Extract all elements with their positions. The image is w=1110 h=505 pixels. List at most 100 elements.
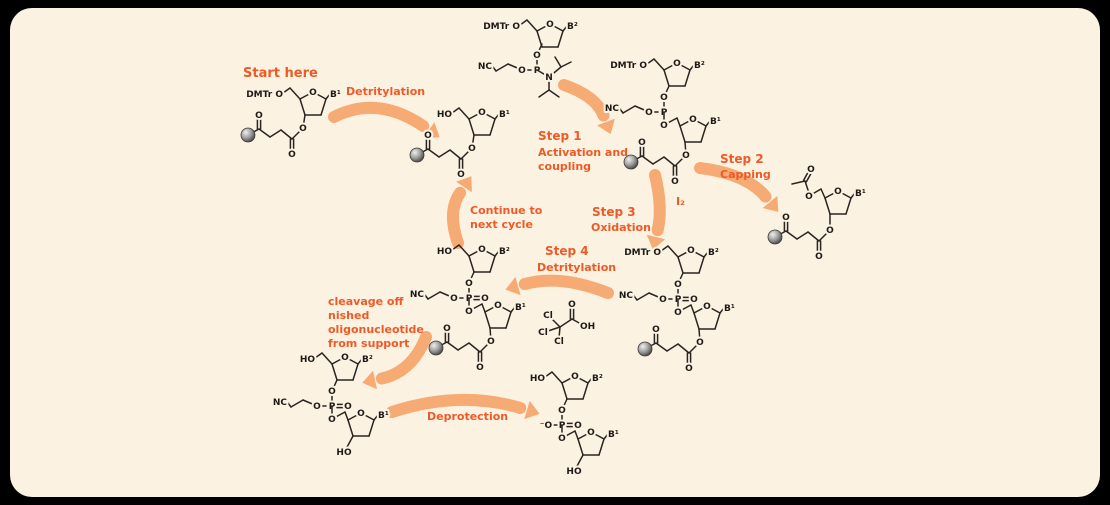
atom-label: O <box>476 363 484 373</box>
atom-label: O <box>344 402 352 412</box>
atom-label: O <box>533 51 541 61</box>
atom-label: O <box>558 406 566 416</box>
atom-label: O <box>682 151 690 161</box>
atom-label: O <box>660 93 668 103</box>
atom-label: B² <box>567 22 578 32</box>
atom-label: B¹ <box>855 189 866 199</box>
atom-label: Cl <box>538 328 548 338</box>
atom-label: Cl <box>543 311 553 321</box>
atom-label: O <box>341 353 349 363</box>
atom-label: O <box>518 66 526 76</box>
atom-label: B¹ <box>515 303 526 313</box>
atom-label: O <box>478 245 486 255</box>
atom-label: Cl <box>554 337 564 347</box>
atom-label: B¹ <box>378 411 389 421</box>
atom-label: O <box>660 121 668 131</box>
atom-label: O <box>659 295 667 305</box>
atom-label: O <box>703 302 711 312</box>
atom-label: ⁻O <box>540 421 553 431</box>
atom-label: HO <box>437 247 453 257</box>
atom-label: O <box>587 428 595 438</box>
atom-label: O <box>465 279 473 289</box>
atom-label: B² <box>592 374 603 384</box>
atom-label: O <box>494 301 502 311</box>
flow-arrow-deprotection <box>386 393 540 420</box>
atom-label: O <box>645 108 653 118</box>
atom-label: DMTr O <box>246 90 283 100</box>
atom-label: O <box>255 111 263 121</box>
atom-label: NC <box>619 291 634 301</box>
atom-label: O <box>834 187 842 197</box>
atom-label: O <box>826 226 834 236</box>
atom-label: NC <box>478 62 493 72</box>
atom-label: O <box>443 324 451 334</box>
atom-label: HO <box>336 448 352 458</box>
solid-support-bead <box>623 154 639 170</box>
atom-label: O <box>674 308 682 318</box>
atom-label: OH <box>580 322 595 332</box>
atom-label: O <box>309 88 317 98</box>
flow-arrow-oxidation <box>646 169 666 250</box>
atom-label: O <box>696 338 704 348</box>
capped-nucleoside: O B¹ O O O O O <box>767 163 868 264</box>
atom-label: O <box>671 177 679 187</box>
support-bound-nucleoside-dmtr: O B¹ DMTr O O O O <box>240 86 343 162</box>
atom-label: B¹ <box>330 90 341 100</box>
atom-label: HO <box>566 467 582 477</box>
atom-label: O <box>687 246 695 256</box>
atom-label: NC <box>273 398 288 408</box>
atom-label: O <box>450 294 458 304</box>
atom-label: O <box>478 108 486 118</box>
atom-label: O <box>807 165 815 175</box>
atom-label: O <box>328 415 336 425</box>
flow-arrow-detritylation-2 <box>505 274 614 299</box>
atom-label: O <box>546 20 554 30</box>
atom-label: O <box>481 294 489 304</box>
atom-label: HO <box>530 374 546 384</box>
atom-label: O <box>574 421 582 431</box>
atom-label: HO <box>437 110 453 120</box>
atom-label: O <box>313 402 321 412</box>
atom-label: O <box>805 192 813 202</box>
atom-label: O <box>288 150 296 160</box>
atom-label: O <box>468 144 476 154</box>
atom-label: O <box>568 300 576 310</box>
solid-support-bead <box>428 340 444 356</box>
flow-arrow-continue-cycle <box>447 176 472 249</box>
atom-label: B² <box>694 61 705 71</box>
flow-arrow-coupling <box>558 79 615 135</box>
atom-label: O <box>299 124 307 134</box>
atom-label: O <box>328 387 336 397</box>
atom-label: NC <box>605 104 620 114</box>
panel-background <box>10 8 1100 497</box>
atom-label: O <box>690 295 698 305</box>
flow-arrow-detritylation <box>328 101 440 138</box>
atom-label: B² <box>499 247 510 257</box>
atom-label: O <box>571 372 579 382</box>
flow-arrow-cleavage <box>362 331 432 390</box>
atom-label: O <box>357 409 365 419</box>
atom-label: O <box>673 59 681 69</box>
solid-support-bead <box>637 341 653 357</box>
solid-support-bead <box>767 229 783 245</box>
atom-label: O <box>457 170 465 180</box>
atom-label: O <box>782 213 790 223</box>
atom-label: O <box>652 325 660 335</box>
solid-support-bead <box>240 127 256 143</box>
atom-label: B¹ <box>724 304 735 314</box>
atom-label: O <box>815 252 823 262</box>
atom-label: B¹ <box>710 117 721 127</box>
atom-label: DMTr O <box>610 61 647 71</box>
atom-label: DMTr O <box>483 22 520 32</box>
flow-arrows-layer <box>328 79 779 420</box>
atom-label: O <box>558 434 566 444</box>
atom-label: DMTr O <box>624 248 661 258</box>
atom-label: B² <box>362 355 373 365</box>
